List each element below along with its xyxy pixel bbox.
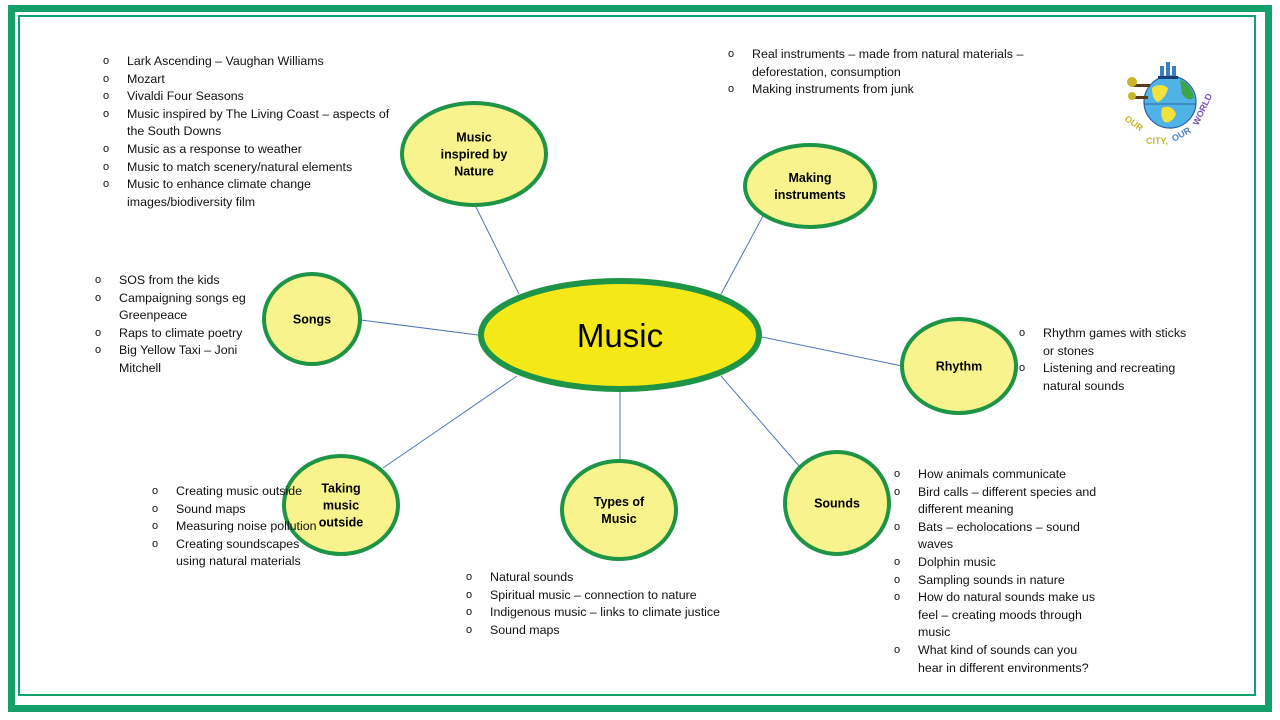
bubble-label: Types of <box>594 495 645 509</box>
bubble-label: Rhythm <box>936 360 983 374</box>
note-item: How do natural sounds make us feel – cre… <box>894 589 1099 642</box>
note-item: Natural sounds <box>466 569 766 587</box>
connector-sounds <box>720 375 801 468</box>
note-item: Sound maps <box>152 501 317 519</box>
note-item: Indigenous music – links to climate just… <box>466 604 766 622</box>
bubble-label: outside <box>319 516 363 530</box>
bubble-shape <box>743 143 877 229</box>
note-item: Sound maps <box>466 622 766 640</box>
center-node[interactable]: Music <box>478 278 762 392</box>
svg-text:OUR: OUR <box>1123 113 1146 133</box>
notes-songs: SOS from the kidsCampaigning songs eg Gr… <box>95 272 265 378</box>
bubble-nature[interactable]: Music inspired by Nature <box>400 101 548 207</box>
note-item: Real instruments – made from natural mat… <box>728 46 1058 81</box>
note-item: Spiritual music – connection to nature <box>466 587 766 605</box>
bubble-label: Songs <box>293 313 331 327</box>
note-item: Creating soundscapes using natural mater… <box>152 536 317 571</box>
note-item: Creating music outside <box>152 483 317 501</box>
connector-rhythm <box>761 336 903 367</box>
connector-songs <box>360 319 479 336</box>
note-item: How animals communicate <box>894 466 1099 484</box>
note-item: Vivaldi Four Seasons <box>103 88 403 106</box>
note-item: Raps to climate poetry <box>95 325 265 343</box>
bubble-rhythm[interactable]: Rhythm <box>900 317 1018 415</box>
note-item: Making instruments from junk <box>728 81 1058 99</box>
city-skyline-icon <box>1158 62 1178 79</box>
note-item: Music to match scenery/natural elements <box>103 159 403 177</box>
bubble-types[interactable]: Types of Music <box>560 459 678 561</box>
connector-nature <box>474 204 520 295</box>
note-item: Measuring noise pollution <box>152 518 317 536</box>
note-item: SOS from the kids <box>95 272 265 290</box>
note-item: Music as a response to weather <box>103 141 403 159</box>
note-item: Mozart <box>103 71 403 89</box>
tree-icon <box>1127 77 1150 100</box>
note-item: Lark Ascending – Vaughan Williams <box>103 53 403 71</box>
bubble-shape <box>900 317 1018 415</box>
note-item: Big Yellow Taxi – Joni Mitchell <box>95 342 265 377</box>
bubble-label: inspired by <box>441 148 508 162</box>
bubble-making[interactable]: Making instruments <box>743 143 877 229</box>
note-item: Campaigning songs eg Greenpeace <box>95 290 265 325</box>
note-item: Bird calls – different species and diffe… <box>894 484 1099 519</box>
center-ellipse <box>478 278 762 392</box>
connectors <box>360 204 903 469</box>
bubble-shape <box>560 459 678 561</box>
bubble-sounds[interactable]: Sounds <box>783 450 891 556</box>
note-item: Music to enhance climate change images/b… <box>103 176 403 211</box>
note-item: Music inspired by The Living Coast – asp… <box>103 106 403 141</box>
bubble-label: Music <box>456 131 491 145</box>
notes-rhythm: Rhythm games with sticks or stonesListen… <box>1019 325 1194 395</box>
bubble-label: Taking <box>321 482 360 496</box>
notes-sounds: How animals communicateBird calls – diff… <box>894 466 1099 677</box>
note-item: Sampling sounds in nature <box>894 572 1099 590</box>
connector-making <box>719 215 764 297</box>
note-item: Listening and recreating natural sounds <box>1019 360 1194 395</box>
note-item: Dolphin music <box>894 554 1099 572</box>
note-item: What kind of sounds can you hear in diff… <box>894 642 1099 677</box>
notes-making: Real instruments – made from natural mat… <box>728 46 1058 99</box>
bubbles: Music inspired by Nature Making instrumentsS… <box>262 101 1018 561</box>
bubble-label: instruments <box>774 188 846 202</box>
our-city-our-world-logo: OUR CITY, OUR WORLD <box>1123 62 1214 146</box>
note-item: Bats – echolocations – sound waves <box>894 519 1099 554</box>
notes-outside: Creating music outsideSound mapsMeasurin… <box>152 483 317 571</box>
bubble-label: music <box>323 499 359 513</box>
svg-text:CITY,: CITY, <box>1146 136 1168 146</box>
bubble-label: Making <box>788 171 831 185</box>
bubble-label: Nature <box>454 165 494 179</box>
notes-types: Natural soundsSpiritual music – connecti… <box>466 569 766 639</box>
page-frame-outer <box>8 5 1272 712</box>
bubble-label: Music <box>601 512 636 526</box>
center-label: Music <box>577 317 663 354</box>
note-item: Rhythm games with sticks or stones <box>1019 325 1194 360</box>
notes-nature: Lark Ascending – Vaughan WilliamsMozartV… <box>103 53 403 211</box>
bubble-shape <box>783 450 891 556</box>
connector-outside <box>382 375 518 469</box>
bubble-label: Sounds <box>814 497 860 511</box>
bubble-songs[interactable]: Songs <box>262 272 362 366</box>
globe-icon <box>1143 75 1197 129</box>
page-frame-inner <box>18 15 1256 696</box>
